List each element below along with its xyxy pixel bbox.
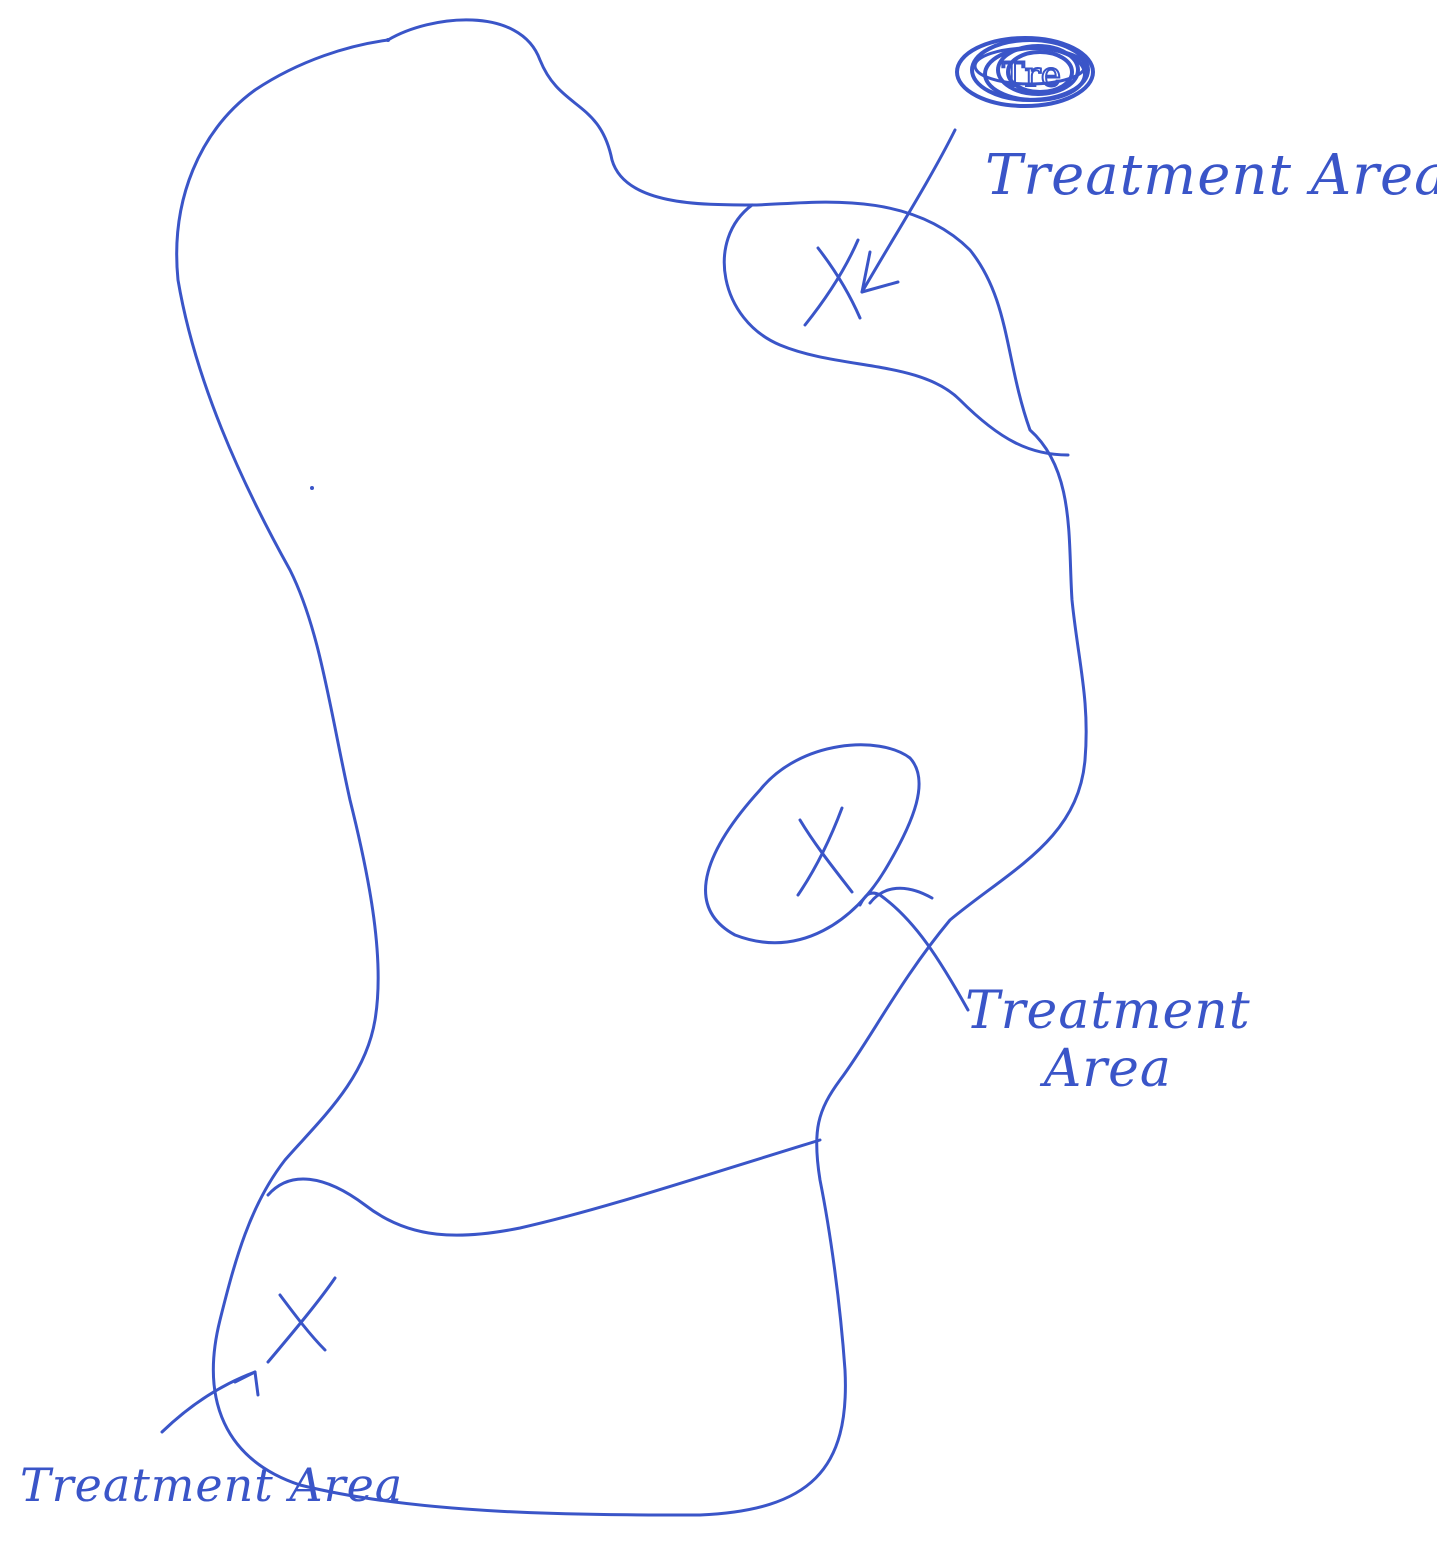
treatment-region-upper: [724, 205, 1068, 455]
label-line: Treatment: [965, 985, 1251, 1037]
arrow-to-upper-area: [862, 130, 955, 292]
treatment-marker-x-upper: [805, 240, 860, 325]
treatment-area-label-middle-right: Treatment Area: [965, 985, 1251, 1095]
label-line: Area: [965, 1043, 1251, 1095]
treatment-area-label-bottom-left: Treatment Area: [20, 1462, 403, 1508]
treatment-area-label-top-right: Treatment Area: [985, 148, 1437, 204]
arrow-to-lower-area: [162, 1372, 258, 1432]
stray-dot: [310, 486, 314, 490]
treatment-marker-x-middle: [798, 808, 852, 895]
scribbled-out-word: Tre: [1002, 55, 1061, 95]
scribbled-out-text: Tre: [957, 38, 1093, 106]
label-line: Treatment Area: [20, 1462, 403, 1508]
treatment-region-middle: [706, 745, 920, 943]
treatment-marker-x-lower: [268, 1278, 335, 1362]
stray-dot: [386, 38, 390, 42]
treatment-region-lower-divider: [268, 1140, 820, 1235]
label-line: Treatment Area: [985, 148, 1437, 204]
body-outline: [177, 20, 1086, 1515]
arrow-to-middle-area: [860, 888, 968, 1010]
